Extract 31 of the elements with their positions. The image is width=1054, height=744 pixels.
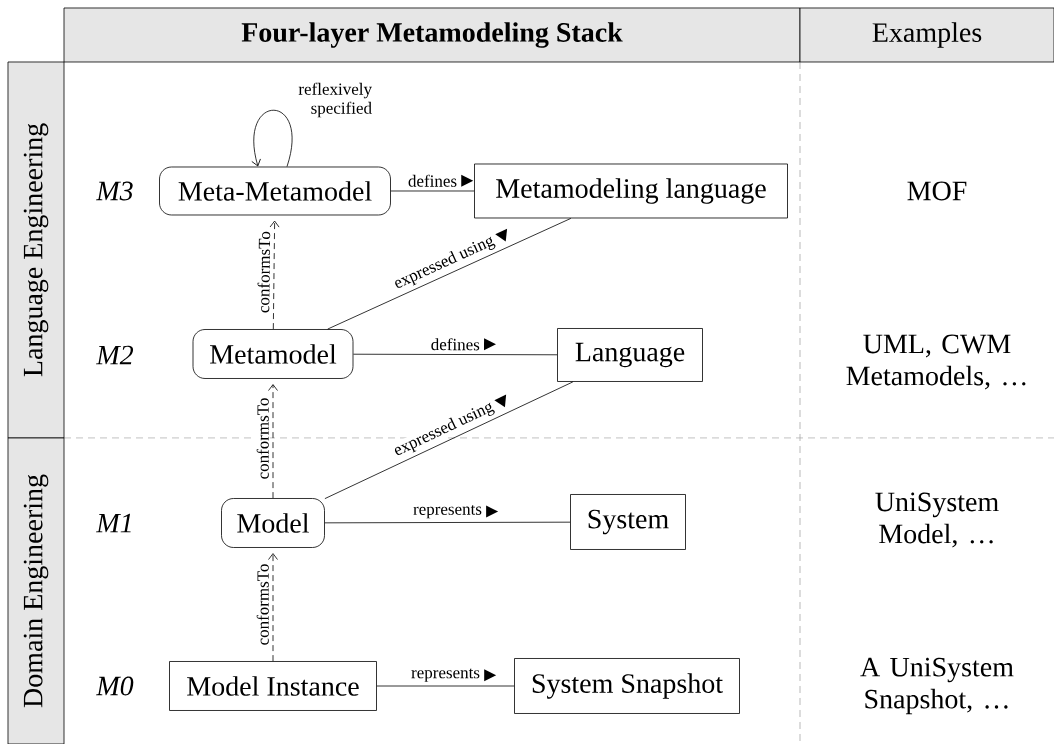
example-text: UniSystem Model, …	[875, 492, 999, 548]
edge-label: conformsTo	[256, 230, 272, 315]
example-text: MOF	[907, 181, 967, 201]
rectangle-box: Language	[557, 328, 703, 382]
rectangle-box: Metamodeling language	[474, 163, 788, 219]
rectangle-box: Model Instance	[169, 661, 377, 711]
arrow	[251, 109, 293, 167]
example-text: UML, CWM Metamodels, …	[846, 334, 1026, 390]
layer-label: M0	[96, 676, 134, 696]
column-header: Examples	[799, 7, 1054, 63]
rectangle-box: System Snapshot	[514, 658, 740, 714]
layer-label: M1	[96, 513, 131, 533]
edge-label: conformsTo	[255, 396, 270, 481]
edge-label: conformsTo	[255, 562, 270, 647]
rounded-box: Metamodel	[192, 329, 354, 379]
edge-label: defines	[429, 337, 481, 352]
rectangle-box: System	[570, 494, 686, 550]
edge-label: defines	[406, 173, 459, 188]
rounded-box: Meta-Metamodel	[159, 166, 391, 216]
row-header: Domain Engineering	[7, 437, 65, 744]
row-header: Language Engineering	[7, 61, 65, 439]
edge-label: reflexively specified	[298, 82, 372, 118]
rounded-box: Model	[221, 498, 325, 548]
edge-label: represents	[412, 504, 483, 520]
arrow	[269, 220, 280, 330]
example-text: A UniSystem Snapshot, …	[860, 657, 1014, 715]
layer-label: M2	[96, 345, 134, 365]
edge-label: represents	[410, 667, 481, 683]
arrow	[268, 553, 278, 662]
layer-label: M3	[96, 181, 133, 201]
arrow	[268, 384, 278, 499]
